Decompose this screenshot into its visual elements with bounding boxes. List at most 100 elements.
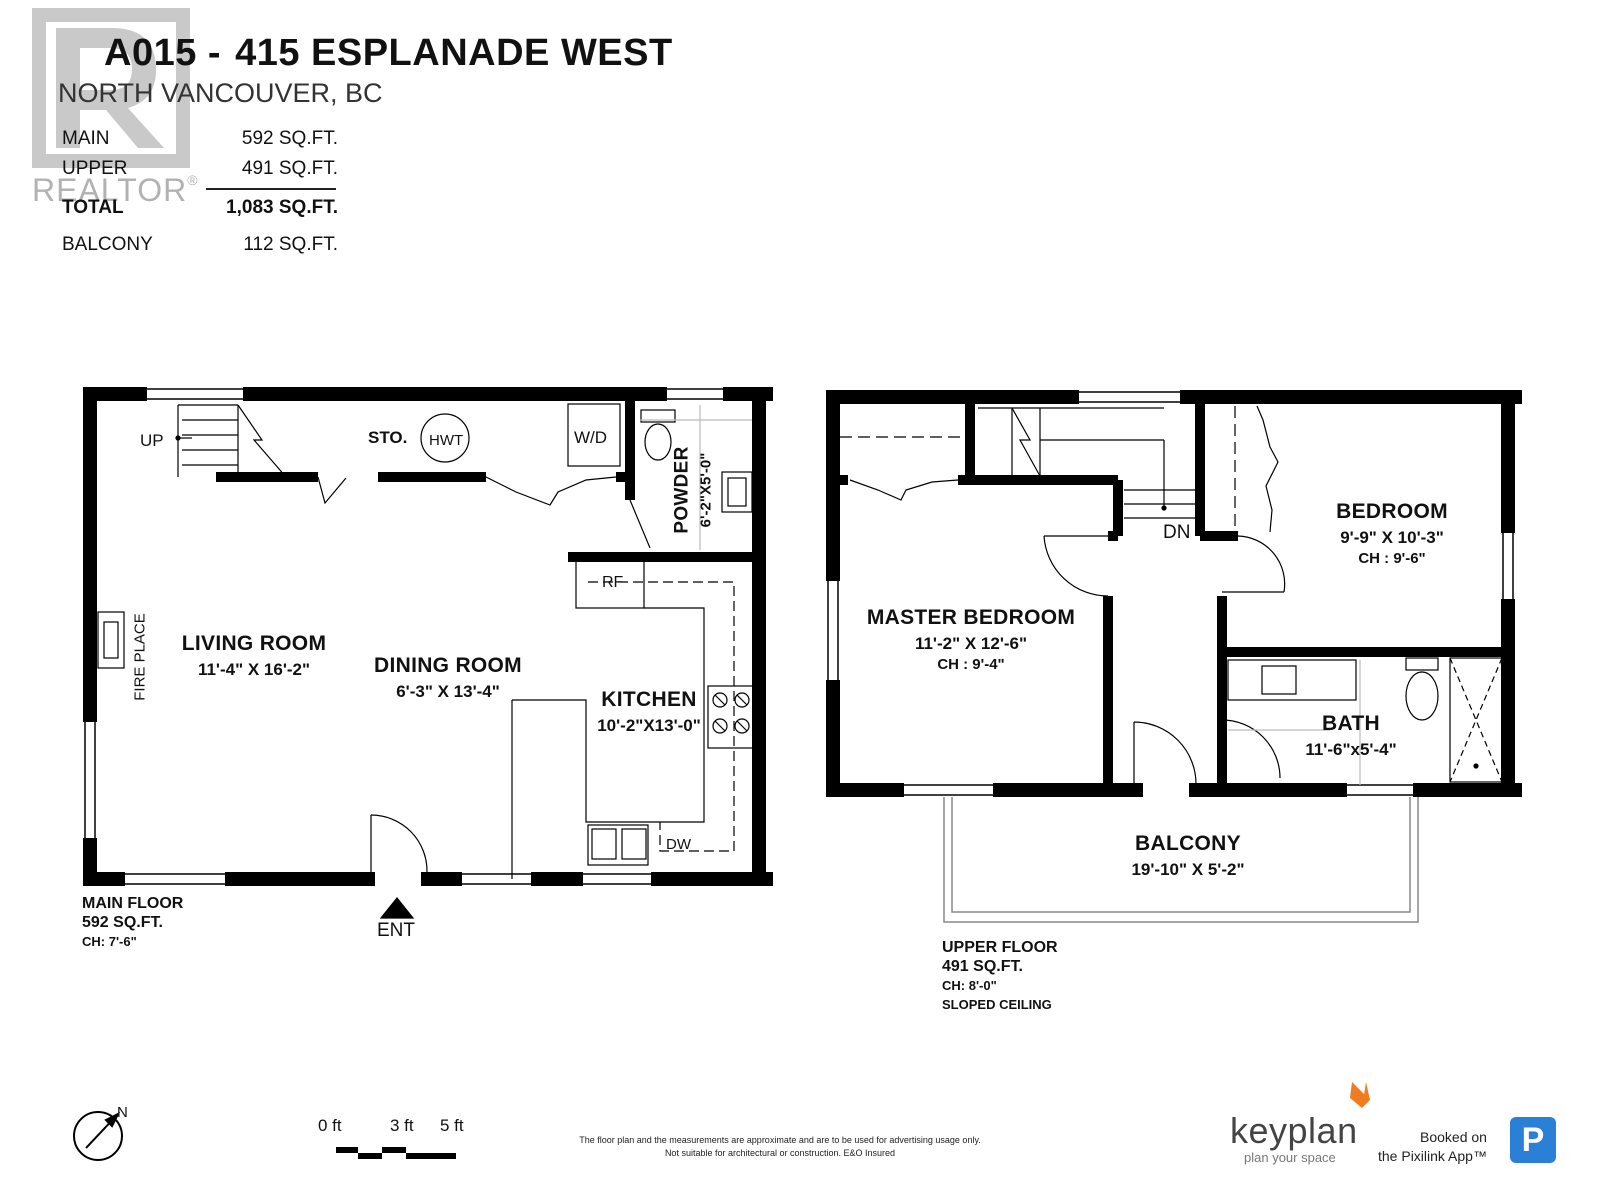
keyplan-wordmark: keyplan [1230,1110,1358,1151]
room-bath: BATH 11'-6"x5'-4" [1305,712,1396,760]
main-stairs [175,404,287,478]
water-heater-icon [420,413,470,463]
upper-floor-walls [826,390,1522,797]
entrance-label: ENT [377,920,415,941]
area-value: 112 SQ.FT. [243,234,338,255]
area-value: 491 SQ.FT. [241,158,338,179]
upper-floor-info: UPPER FLOOR 491 SQ.FT. CH: 8'-0" SLOPED … [942,938,1058,1014]
main-floor-walls [83,387,773,886]
balcony-outline [943,797,1419,923]
entry-door [370,814,428,919]
scale-label: 0 ft [318,1116,342,1135]
room-ceiling-height: CH : 9'-4" [937,656,1005,673]
area-row-total: TOTAL 1,083 SQ.FT. [62,197,338,223]
washer-dryer-icon [567,403,621,467]
upper-doors [1043,535,1286,786]
scale-label: 3 ft [390,1116,414,1135]
realtor-logo-icon [32,8,190,168]
upper-closets [840,405,1279,533]
area-value: 592 SQ.FT. [241,128,338,149]
stairs-up-label: UP [140,431,164,450]
realtor-wordmark: REALTOR® [32,172,199,208]
floor-title: UPPER FLOOR [942,939,1058,956]
north-label: N [117,1104,128,1121]
area-label: BALCONY [62,234,153,255]
room-bedroom: BEDROOM 9'-9" X 10'-3" CH : 9'-6" [1336,500,1448,567]
room-name: LIVING ROOM [181,632,327,655]
room-name: BATH [1322,712,1380,735]
washer-dryer-label: W/D [574,428,608,447]
scale-label: 5 ft [440,1116,464,1135]
area-row-main: MAIN 592 SQ.FT. [62,128,338,154]
room-dimensions: 10'-2"X13'-0" [597,716,701,735]
fireplace-label: FIRE PLACE [131,613,149,701]
bath-fixtures [1227,657,1503,785]
room-kitchen: KITCHEN 10'-2"X13'-0" [597,688,701,736]
pixilink-line: the Pixilink App™ [1378,1148,1487,1164]
room-powder: POWDER 6'-2"X5'-0" [672,446,715,533]
room-dimensions: 9'-9" X 10'-3" [1340,528,1444,547]
room-dining: DINING ROOM 6'-3" X 13'-4" [374,654,522,702]
room-ceiling-height: CH : 9'-6" [1358,550,1426,567]
room-name: KITCHEN [601,688,697,711]
floor-note: SLOPED CEILING [942,997,1052,1012]
main-floor-interior-walls [216,394,762,562]
area-label: UPPER [62,158,128,179]
disclaimer: The floor plan and the measurements are … [560,1134,1000,1160]
floor-title: MAIN FLOOR [82,895,184,912]
room-name: BEDROOM [1336,500,1448,523]
area-value: 1,083 SQ.FT. [226,197,338,218]
room-dimensions: 11'-6"x5'-4" [1305,740,1397,759]
closet-doors [317,476,617,506]
keyplan-tagline: plan your space [1244,1150,1336,1165]
disclaimer-line: Not suitable for architectural or constr… [664,1148,896,1158]
area-label: TOTAL [62,197,124,218]
area-divider [206,188,336,190]
room-name: POWDER [671,446,693,534]
floor-area: 592 SQ.FT. [82,914,163,931]
hwt-label: HWT [429,432,464,449]
fridge-label: RF [602,574,624,591]
powder-fixtures [629,405,753,550]
pixilink-credit[interactable]: Booked on the Pixilink App™ [1378,1128,1487,1166]
area-row-upper: UPPER 491 SQ.FT. [62,158,338,184]
room-dimensions: 19'-10" X 5'-2" [1131,860,1245,879]
room-dimensions: 6'-2"X5'-0" [697,452,715,528]
room-name: MASTER BEDROOM [866,606,1076,629]
upper-floor-interior-walls [838,397,1505,790]
storage-label: STO. [368,428,408,447]
page-title: A015 - 415 ESPLANADE WEST [104,32,673,75]
floor-ceiling-height: CH: 8'-0" [942,978,997,993]
room-balcony: BALCONY 19'-10" X 5'-2" [1131,832,1244,880]
area-label: MAIN [62,128,110,149]
upper-floor-windows [827,391,1514,796]
room-living: LIVING ROOM 11'-4" X 16'-2" [182,632,326,680]
disclaimer-line: The floor plan and the measurements are … [579,1135,981,1145]
pixilink-line: Booked on [1420,1129,1487,1145]
room-name: BALCONY [1135,832,1241,855]
room-dimensions: 6'-3" X 13'-4" [396,682,500,701]
listing-code: A015 - [104,32,222,74]
floor-ceiling-height: CH: 7'-6" [82,934,137,949]
fireplace-icon [97,611,125,669]
listing-address: 415 ESPLANADE WEST [235,32,673,74]
room-dimensions: 11'-2" X 12'-6" [914,634,1028,653]
dishwasher-label: DW [666,836,691,853]
room-dimensions: 11'-4" X 16'-2" [197,660,311,679]
stairs-down-label: DN [1163,522,1191,543]
north-arrow-icon [73,1111,123,1161]
area-row-balcony: BALCONY 112 SQ.FT. [62,234,338,260]
listing-city: NORTH VANCOUVER, BC [58,78,383,108]
room-name: DINING ROOM [374,654,522,677]
kitchen-fixtures [511,559,755,879]
main-floor-info: MAIN FLOOR 592 SQ.FT. CH: 7'-6" [82,894,183,951]
scale-bar-icon [336,1147,456,1159]
pixilink-icon[interactable]: P [1510,1117,1556,1163]
room-master-bedroom: MASTER BEDROOM 11'-2" X 12'-6" CH : 9'-4… [867,606,1075,673]
keyplan-logo[interactable]: keyplan plan your space [1230,1110,1358,1165]
floor-area: 491 SQ.FT. [942,958,1023,975]
main-floor-windows [84,388,731,885]
keyplan-fox-icon [1350,1082,1370,1108]
upper-stairs [978,407,1200,519]
